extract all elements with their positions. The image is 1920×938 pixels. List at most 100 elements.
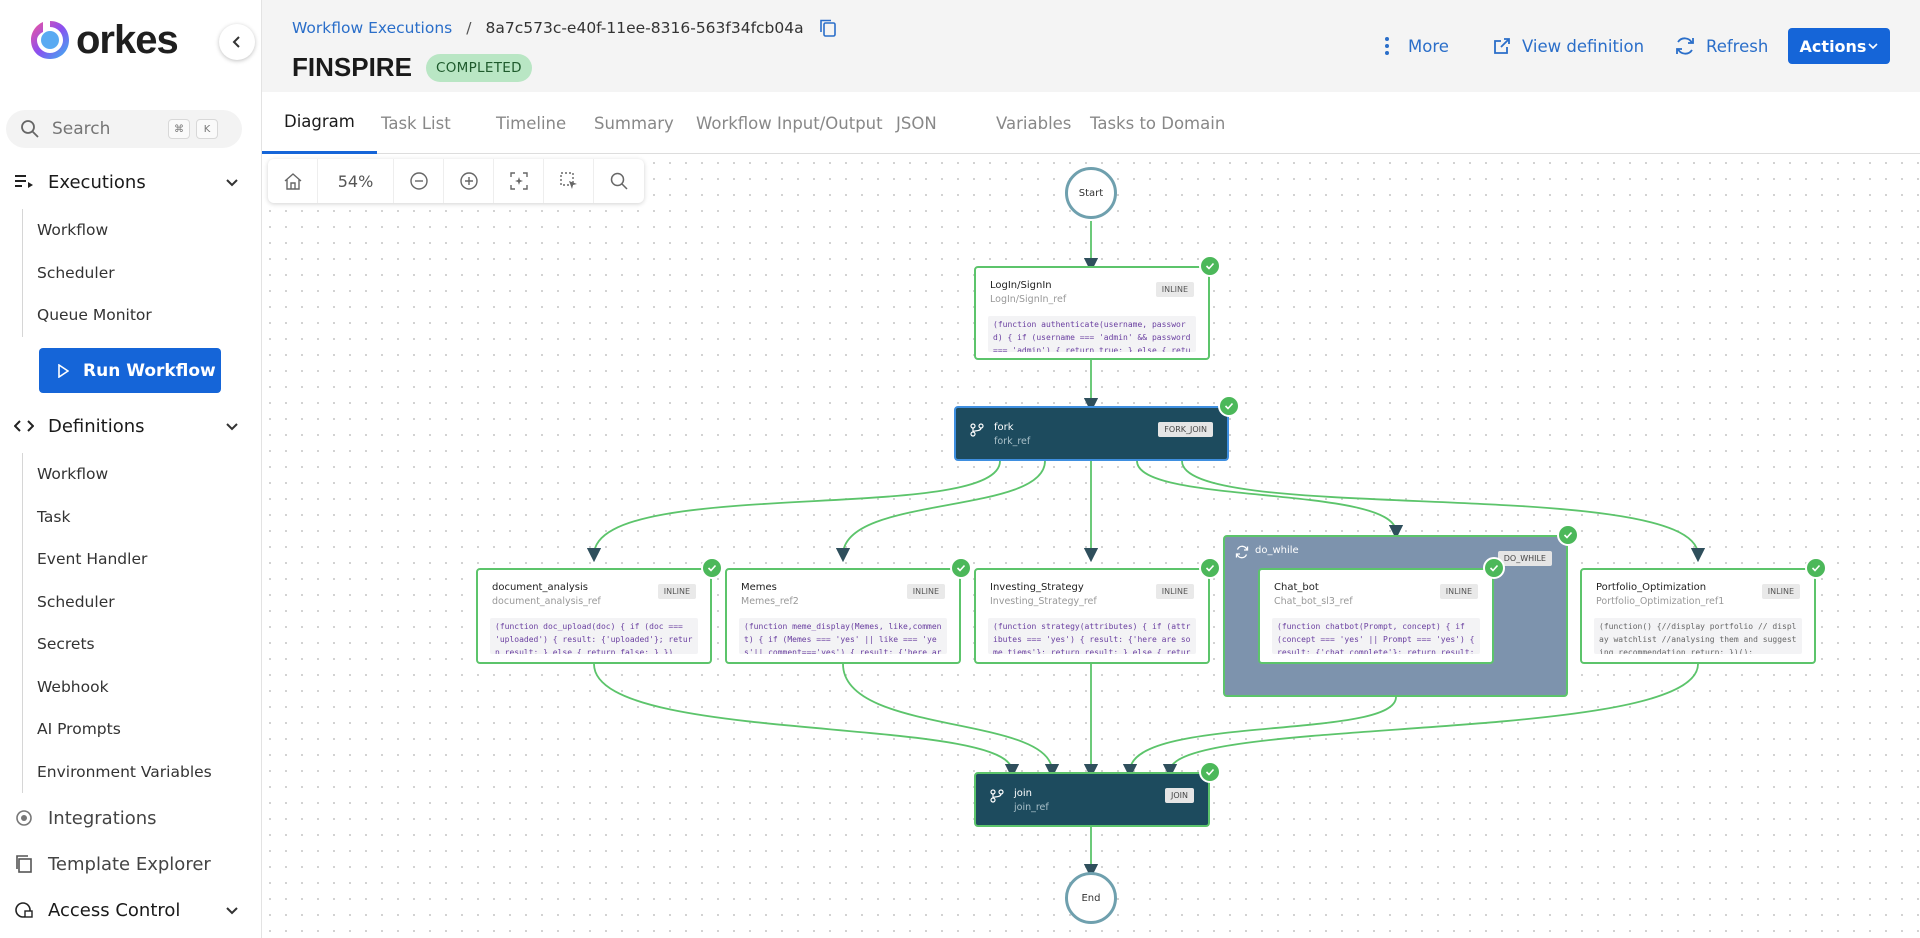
diagram-canvas[interactable]: 54% — [262, 155, 1920, 938]
nav-definitions[interactable]: Definitions — [0, 408, 262, 444]
task-name: document_analysis — [492, 582, 588, 593]
definitions-subnav: Workflow Task Event Handler Scheduler Se… — [22, 453, 212, 793]
completed-check-icon — [701, 557, 723, 579]
sidebar: orkes ⌘ K Executions Workflow Scheduler … — [0, 0, 262, 938]
task-type-badge: INLINE — [657, 584, 696, 599]
task-name: LogIn/SignIn — [990, 280, 1052, 291]
start-node[interactable]: Start — [1065, 167, 1117, 219]
fit-home-button[interactable] — [268, 159, 318, 203]
tab-summary[interactable]: Summary — [594, 113, 674, 133]
task-chat-bot[interactable]: Chat_bot Chat_bot_sl3_ref INLINE (functi… — [1258, 557, 1505, 664]
chevron-left-icon — [232, 36, 240, 48]
completed-check-icon — [1199, 255, 1221, 277]
search-icon — [21, 120, 39, 138]
task-do-while[interactable]: do_while DO_WHILE Chat_bot Chat_bot_sl3_… — [1223, 524, 1579, 697]
zoom-in-button[interactable] — [444, 159, 494, 203]
completed-check-icon — [1218, 395, 1240, 417]
diagram-toolbar: 54% — [268, 159, 644, 203]
tab-json[interactable]: JSON — [896, 113, 937, 133]
loop-name: do_while — [1255, 545, 1299, 556]
copy-icon[interactable] — [818, 18, 838, 38]
refresh-icon — [1676, 37, 1694, 55]
find-task-button[interactable] — [594, 159, 644, 203]
orkes-logo-icon — [28, 18, 72, 62]
orkes-logo[interactable]: orkes — [28, 16, 179, 64]
status-badge: COMPLETED — [426, 54, 532, 82]
edge-do-while-join — [1122, 696, 1397, 779]
nav-executions-queue-monitor[interactable]: Queue Monitor — [37, 306, 152, 325]
run-workflow-button[interactable]: Run Workflow — [39, 348, 221, 393]
refresh-label: Refresh — [1706, 36, 1769, 56]
view-definition-label: View definition — [1522, 36, 1645, 56]
task-ref: document_analysis_ref — [492, 596, 601, 607]
task-type-badge: INLINE — [1155, 282, 1194, 297]
more-button[interactable]: More — [1384, 32, 1449, 60]
nav-def-task[interactable]: Task — [37, 507, 71, 526]
workflow-name: FINSPIRE — [292, 52, 412, 82]
collapse-sidebar-button[interactable] — [219, 24, 255, 60]
home-icon — [284, 173, 301, 190]
task-name: Portfolio_Optimization — [1596, 582, 1707, 593]
actions-label: Actions — [1799, 36, 1867, 56]
task-document-analysis[interactable]: document_analysis document_analysis_ref … — [476, 557, 723, 664]
nav-def-event-handler[interactable]: Event Handler — [37, 550, 148, 569]
nav-def-secrets[interactable]: Secrets — [37, 635, 95, 654]
actions-button[interactable]: Actions — [1788, 28, 1890, 64]
nav-executions[interactable]: Executions — [0, 164, 262, 200]
nav-template-explorer[interactable]: Template Explorer — [0, 846, 262, 882]
nav-integrations-label: Integrations — [48, 807, 157, 829]
view-definition-button[interactable]: View definition — [1492, 32, 1644, 60]
nav-def-ai-prompts[interactable]: AI Prompts — [37, 720, 121, 739]
edge-fork-do-while — [1136, 460, 1404, 540]
task-memes[interactable]: Memes Memes_ref2 INLINE (function meme_d… — [725, 557, 972, 664]
kbd-cmd: ⌘ — [168, 119, 190, 139]
tab-variables[interactable]: Variables — [996, 113, 1072, 133]
refresh-button[interactable]: Refresh — [1674, 32, 1768, 60]
task-type-badge: INLINE — [906, 584, 945, 599]
shield-lock-icon — [15, 902, 33, 918]
tab-diagram[interactable]: Diagram — [262, 92, 377, 154]
edge-document-analysis-join-1 — [593, 663, 1020, 779]
completed-check-icon — [950, 557, 972, 579]
search-input[interactable] — [52, 119, 162, 139]
task-name: Chat_bot — [1274, 582, 1319, 593]
nav-access-control[interactable]: Access Control — [0, 892, 262, 928]
task-fork[interactable]: fork fork_ref FORK_JOIN — [954, 395, 1240, 461]
task-ref: Investing_Strategy_ref — [990, 596, 1097, 607]
nav-def-workflow[interactable]: Workflow — [37, 465, 109, 484]
task-portfolio-optimization[interactable]: Portfolio_Optimization Portfolio_Optimiz… — [1580, 557, 1827, 664]
executions-subnav: Workflow Scheduler Queue Monitor — [22, 209, 152, 337]
end-node[interactable]: End — [1065, 872, 1117, 924]
brand-name: orkes — [76, 17, 179, 62]
edge-fork-portfolio — [1181, 460, 1706, 563]
nav-executions-label: Executions — [48, 171, 146, 193]
task-login-signin[interactable]: LogIn/SignIn LogIn/SignIn_ref INLINE (fu… — [974, 255, 1221, 360]
task-investing-strategy[interactable]: Investing_Strategy Investing_Strategy_re… — [974, 557, 1221, 664]
task-ref: LogIn/SignIn_ref — [990, 294, 1067, 305]
nav-def-scheduler[interactable]: Scheduler — [37, 592, 115, 611]
chevron-down-icon — [1868, 43, 1879, 50]
breadcrumb-workflow-executions[interactable]: Workflow Executions — [292, 19, 453, 37]
zoom-out-button[interactable] — [394, 159, 444, 203]
nav-executions-scheduler[interactable]: Scheduler — [37, 263, 115, 282]
task-type-badge: JOIN — [1165, 788, 1194, 803]
task-code-preview: (function authenticate(username, passwor… — [988, 316, 1196, 352]
nav-def-environment-variables[interactable]: Environment Variables — [37, 762, 212, 781]
more-vertical-icon — [1385, 37, 1389, 55]
task-ref: Memes_ref2 — [741, 596, 799, 607]
tab-tasks-to-domain[interactable]: Tasks to Domain — [1090, 113, 1226, 133]
chevron-down-icon — [226, 179, 238, 187]
search-box[interactable]: ⌘ K — [6, 110, 242, 148]
tab-task-list[interactable]: Task List — [381, 113, 451, 133]
tab-timeline[interactable]: Timeline — [496, 113, 567, 133]
loop-icon — [1235, 545, 1249, 559]
code-icon — [14, 420, 34, 432]
task-join[interactable]: join join_ref JOIN — [974, 761, 1221, 827]
fit-view-button[interactable] — [494, 159, 544, 203]
select-area-button[interactable] — [544, 159, 594, 203]
tab-workflow-input-output[interactable]: Workflow Input/Output — [696, 113, 883, 133]
nav-executions-workflow[interactable]: Workflow — [37, 221, 109, 240]
nav-def-webhook[interactable]: Webhook — [37, 677, 109, 696]
edge-memes-join — [842, 663, 1060, 779]
nav-integrations[interactable]: Integrations — [0, 800, 262, 836]
